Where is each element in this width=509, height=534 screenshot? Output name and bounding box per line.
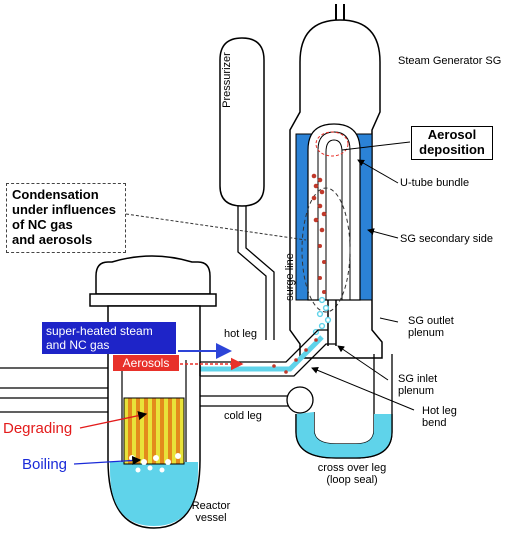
pressurizer [219,37,275,340]
vapor-in-tubes [312,296,332,336]
condensation-line4: and aerosols [12,232,93,247]
degrading-arrow [79,411,148,429]
cold-leg-label: cold leg [224,410,262,422]
condensation-line2: under influences [12,202,117,217]
reactor-vessel-line2: vessel [195,512,227,524]
aerosols-box: Aerosols [113,355,179,371]
condensation-line1: Condensation [12,187,99,202]
condensation-box: Condensation under influences of NC gas … [6,183,126,253]
superheated-line2: and NC gas [46,338,110,352]
sg-inlet-plenum-line1: SG inlet [398,373,438,385]
sg-outlet-plenum-line2: plenum [408,327,445,339]
hot-leg-bend-line1: Hot leg [422,405,457,417]
aerosol-deposition-line2: deposition [419,142,485,157]
superheated-steam-box: super-heated steam and NC gas [42,322,176,354]
surge-line-label: surge line [284,253,296,301]
pump [286,386,314,414]
reactor-water [110,462,198,526]
cross-over-leg-line2: (loop seal) [326,474,378,486]
condensation-zone [301,187,351,313]
reactor-vessel-line1: Reactor [191,500,231,512]
u-tube-bundle-label: U-tube bundle [400,177,470,189]
hot-leg-label: hot leg [224,328,258,340]
steam-generator [289,4,383,359]
aerosol-deposition-line1: Aerosol [427,127,477,142]
loop-seal-water [296,412,392,458]
cross-over-leg-line1: cross over leg [317,462,387,474]
steam-generator-label: Steam Generator SG [398,55,502,67]
boiling-arrow [73,455,142,466]
boiling-label: Boiling [22,456,68,473]
sg-outlet-plenum-line1: SG outlet [408,315,454,327]
cross-over-leg [200,354,393,459]
aerosol-deposition-box: Aerosol deposition [411,126,493,160]
pressurizer-label: Pressurizer [221,52,233,108]
sg-inlet-plenum-line2: plenum [398,385,435,397]
superheated-line1: super-heated steam [46,324,153,338]
sg-secondary-side-label: SG secondary side [400,233,493,245]
degrading-label: Degrading [3,420,73,437]
hot-leg-bend-line2: bend [422,417,447,429]
condensation-line3: of NC gas [12,217,73,232]
aerosol-particles-sg [311,173,327,294]
reactor-vessel [0,255,217,529]
reactor-core [123,397,185,465]
